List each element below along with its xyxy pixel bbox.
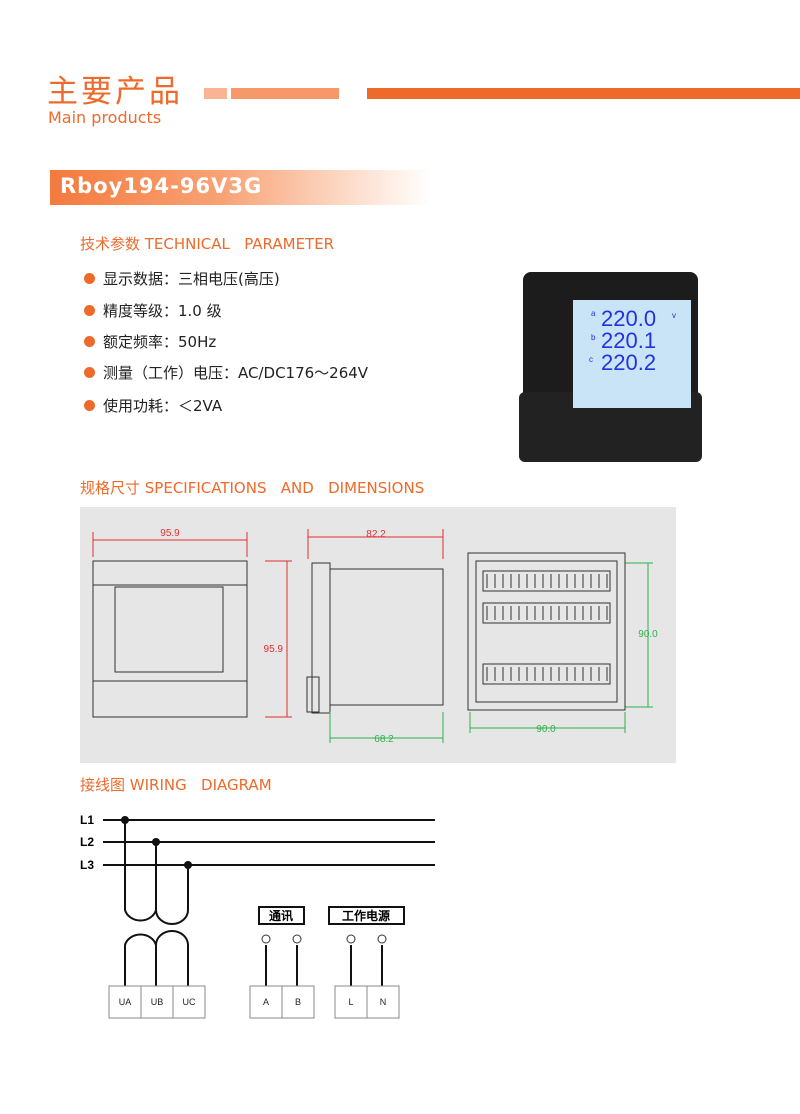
bullet-icon (84, 400, 95, 411)
bullet-icon (84, 305, 95, 316)
bullet-icon (84, 273, 95, 284)
dimensions-drawing: 95.9 95.9 82.2 68.2 90.0 90.0 (80, 507, 676, 763)
decor-bar (204, 88, 227, 99)
decor-bar (231, 88, 339, 99)
bullet-icon (84, 336, 95, 347)
terminal-label: L (348, 997, 353, 1007)
lcd-label: b (591, 333, 596, 342)
technical-heading: 技术参数 TECHNICAL PARAMETER (80, 235, 335, 253)
spec-text: 额定频率：50Hz (103, 333, 217, 351)
lcd-unit: v (672, 311, 676, 320)
dimensions-heading: 规格尺寸 SPECIFICATIONS AND DIMENSIONS (80, 479, 425, 497)
terminal-label: UC (183, 997, 196, 1007)
bullet-icon (84, 367, 95, 378)
power-label: 工作电源 (342, 908, 390, 923)
spec-text: 测量（工作）电压：AC/DC176～264V (103, 364, 369, 382)
section-title-en: Main products (48, 108, 162, 127)
terminal-label: A (263, 997, 269, 1007)
lcd-value: 220.2 (601, 350, 656, 375)
product-model-banner: Rboy194-96V3G (50, 170, 430, 205)
spec-item: 使用功耗：＜2VA (84, 395, 222, 416)
terminal-label: B (295, 997, 301, 1007)
decor-bar (367, 88, 800, 99)
spec-text: 显示数据：三相电压(高压) (103, 270, 280, 288)
spec-item: 测量（工作）电压：AC/DC176～264V (84, 362, 368, 383)
line-label: L3 (80, 858, 94, 872)
wiring-heading: 接线图 WIRING DIAGRAM (80, 776, 272, 794)
terminal-label: UB (151, 997, 164, 1007)
dim-side-body: 68.2 (374, 734, 394, 745)
lcd-label: a (591, 309, 596, 318)
dim-side-depth: 82.2 (366, 529, 386, 540)
dim-rear-height: 90.0 (638, 629, 658, 640)
spec-item: 显示数据：三相电压(高压) (84, 268, 280, 289)
section-title-cn: 主要产品 (47, 74, 183, 110)
spec-text: 使用功耗：＜2VA (103, 397, 223, 415)
line-label: L2 (80, 835, 94, 849)
spec-item: 额定频率：50Hz (84, 331, 216, 352)
comm-label: 通讯 (269, 908, 293, 923)
meter-photo: a 220.0 v b 220.1 c 220.2 (519, 272, 702, 462)
lcd-value: 220.0 (601, 306, 656, 331)
terminal-label: UA (119, 997, 132, 1007)
wiring-diagram: L1 L2 L3 通讯 工作电源 UA UB UC A B L N (80, 813, 435, 1019)
spec-item: 精度等级：1.0 级 (84, 300, 222, 321)
product-model: Rboy194-96V3G (60, 174, 263, 198)
terminal-label: N (380, 997, 387, 1007)
dim-front-height: 95.9 (264, 644, 284, 655)
line-label: L1 (80, 813, 94, 827)
lcd-value: 220.1 (601, 328, 656, 353)
dim-rear-width: 90.0 (536, 724, 556, 735)
lcd-label: c (589, 355, 593, 364)
spec-text: 精度等级：1.0 级 (103, 302, 222, 320)
dim-front-width: 95.9 (160, 528, 180, 539)
